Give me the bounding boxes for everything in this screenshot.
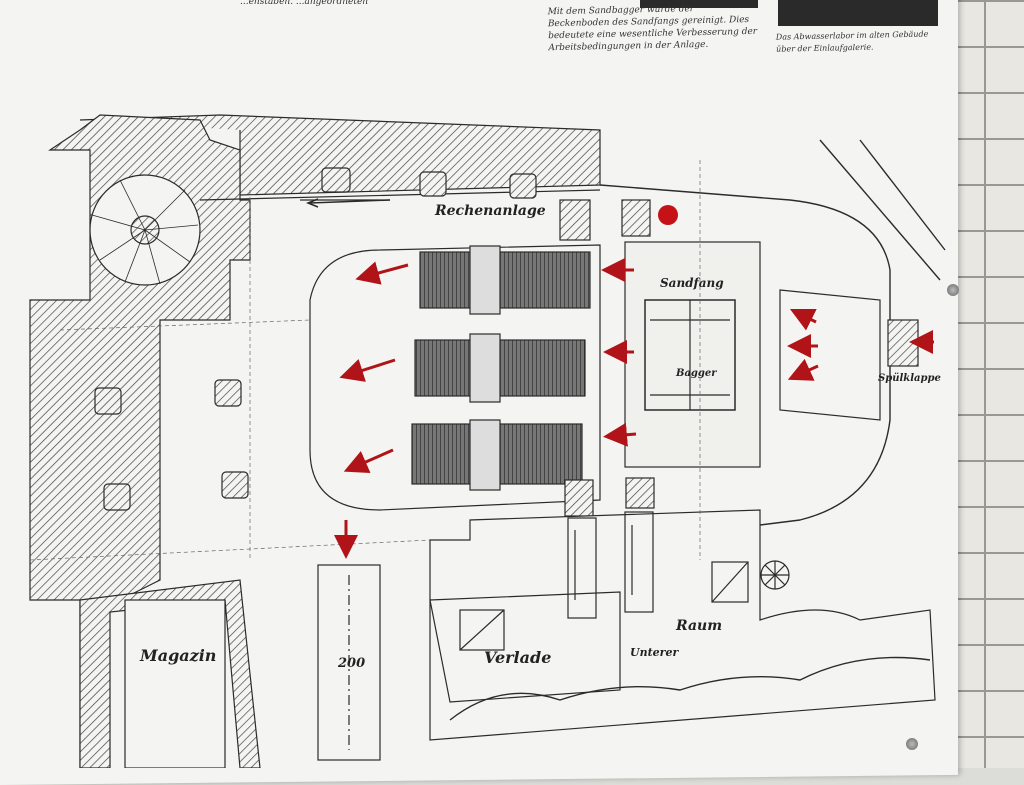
magazine-room [124,599,226,768]
spuelklappe-gate [887,319,919,367]
flow-arrows [334,258,934,559]
stair-treads [91,179,199,285]
flow-arrow [355,261,409,285]
sandfang-basin [624,241,761,468]
sewage-plant-floor-plan [29,114,946,768]
inlet-channel [599,184,891,531]
flow-arrow [339,358,396,382]
mounting-screw [906,738,918,750]
label-unterer: Unterer [630,646,679,659]
flow-arrow [603,422,637,447]
mounting-screw [947,284,959,296]
label-bagger: Bagger [676,368,717,379]
lower-building [429,509,936,741]
photo-thumbnail-bagger [640,0,758,8]
label-sandfang: Sandfang [660,276,724,290]
caption-top-left: ...enstäben. ...angeordneten [240,0,369,7]
inlet-funnel [779,289,881,421]
arcade [449,656,931,721]
flow-arrow [789,308,817,331]
screen-1 [419,251,591,309]
label-rechenanlage: Rechenanlage [435,203,546,219]
label-raum: Raum [676,618,723,634]
photo-thumbnail-labor [778,0,938,26]
label-magazin: Magazin [140,646,217,665]
flow-arrow [343,448,394,473]
label-spuelklappe: Spülklappe [878,373,941,384]
red-marker-dot [658,205,678,225]
label-dimension-200: 200 [338,656,366,671]
flow-arrow [787,358,819,381]
label-verlade: Verlade [484,648,552,667]
